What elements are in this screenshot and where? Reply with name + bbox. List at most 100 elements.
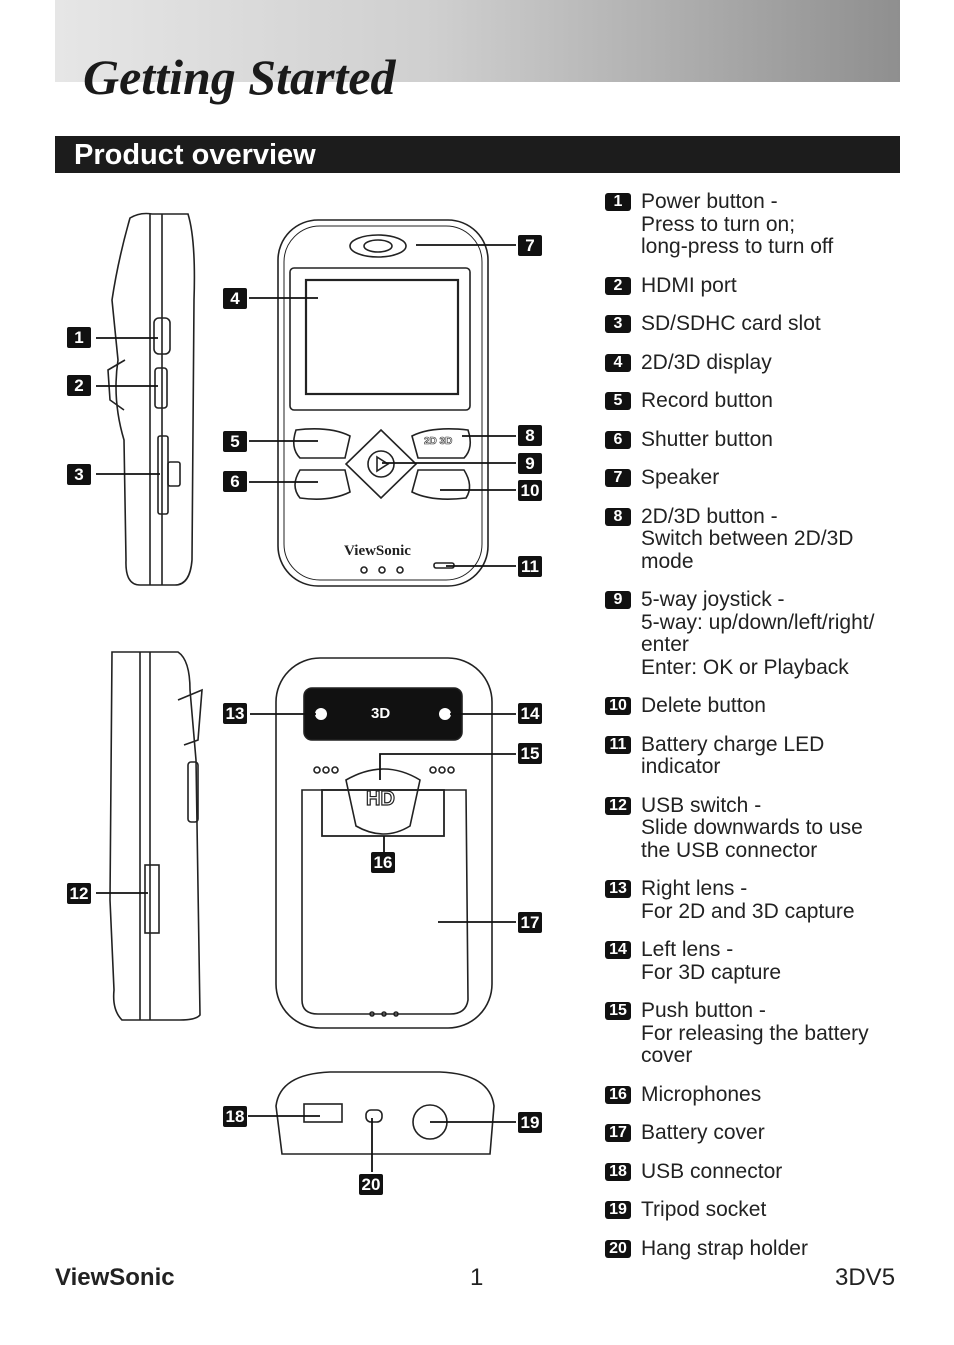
legend-item: 15 Push button -For releasing the batter… (605, 999, 905, 1068)
legend-number: 9 (605, 591, 631, 609)
back-view (275, 657, 493, 1029)
legend-number: 4 (605, 353, 631, 372)
legend-item: 7 Speaker (605, 466, 905, 490)
legend-text: Hang strap holder (641, 1236, 808, 1260)
legend-item: 20 Hang strap holder (605, 1236, 905, 1261)
footer-model: 3DV5 (835, 1264, 896, 1291)
callout-6: 6 (223, 471, 247, 492)
callout-7: 7 (518, 235, 542, 256)
legend-text: Right lens -For 2D and 3D capture (641, 877, 855, 923)
callout-12: 12 (67, 883, 91, 904)
page-title: Getting Started (83, 49, 396, 105)
legend-text: SD/SDHC card slot (641, 312, 821, 335)
callout-20: 20 (359, 1174, 383, 1195)
joystick-shape (344, 428, 418, 500)
legend-number: 14 (605, 941, 631, 959)
side-view-left (107, 212, 196, 586)
legend-item: 3 SD/SDHC card slot (605, 312, 905, 336)
legend-item: 9 5-way joystick -5-way: up/down/left/ri… (605, 588, 905, 679)
legend-item: 17 Battery cover (605, 1121, 905, 1145)
legend-number: 17 (605, 1124, 631, 1142)
legend-number: 2 (605, 276, 631, 295)
legend-text: 2D/3D display (641, 350, 772, 374)
legend-item: 19 Tripod socket (605, 1198, 905, 1222)
legend-item: 6 Shutter button (605, 428, 905, 452)
callout-19: 19 (518, 1112, 542, 1133)
right-lens-shape (315, 708, 327, 720)
legend-item: 4 2D/3D display (605, 350, 905, 375)
legend-item: 16 Microphones (605, 1082, 905, 1107)
legend-item: 14 Left lens -For 3D capture (605, 938, 905, 984)
legend-number: 7 (605, 469, 631, 487)
device-brand-label: ViewSonic (344, 543, 411, 559)
legend-text: 5-way joystick -5-way: up/down/left/righ… (641, 588, 875, 679)
section-header-bar: Product overview (55, 136, 900, 173)
2d3d-key-label: 2D 3D (424, 436, 453, 448)
legend-item: 10 Delete button (605, 694, 905, 718)
callout-11: 11 (518, 556, 542, 577)
shutter-button-shape (294, 469, 351, 500)
battery-cover-shape (301, 789, 469, 1015)
legend-number: 20 (605, 1239, 631, 1258)
card-slot-shape (157, 435, 169, 515)
callout-17: 17 (518, 912, 542, 933)
legend-number: 15 (605, 1002, 631, 1020)
delete-button-shape (411, 469, 471, 500)
speaker-shape (349, 234, 407, 258)
legend-number: 5 (605, 392, 631, 410)
hdmi-port-shape (154, 367, 168, 409)
callout-13: 13 (223, 703, 247, 724)
callout-14: 14 (518, 703, 542, 724)
callout-16: 16 (371, 852, 395, 873)
legend-number: 19 (605, 1201, 631, 1219)
callout-5: 5 (223, 431, 247, 452)
legend-number: 8 (605, 507, 631, 526)
footer-brand: ViewSonic (55, 1264, 175, 1291)
microphones-bracket (321, 789, 445, 837)
header-gradient-band (55, 0, 900, 82)
legend-text: Speaker (641, 466, 720, 489)
side-view-right (109, 651, 203, 1021)
legend-text: HDMI port (641, 273, 737, 297)
lens-3d-label: 3D (371, 705, 391, 722)
usb-connector-shape (303, 1103, 343, 1123)
left-lens-shape (439, 708, 451, 720)
legend-text: USB connector (641, 1159, 783, 1183)
hd-label: HD (365, 787, 395, 810)
callout-3: 3 (67, 464, 91, 485)
strap-holder-shape (365, 1109, 383, 1123)
callout-1: 1 (67, 327, 91, 348)
legend-text: Battery cover (641, 1121, 765, 1144)
legend-number: 10 (605, 697, 631, 715)
callout-8: 8 (518, 425, 542, 446)
push-button-shape (345, 768, 421, 835)
legend-text: Microphones (641, 1082, 762, 1106)
legend-item: 18 USB connector (605, 1159, 905, 1184)
front-view (277, 219, 489, 587)
callout-15: 15 (518, 743, 542, 764)
legend-number: 3 (605, 315, 631, 333)
legend-number: 13 (605, 880, 631, 898)
legend-number: 11 (605, 735, 631, 754)
legend-item: 5 Record button (605, 389, 905, 413)
legend-item: 13 Right lens -For 2D and 3D capture (605, 877, 905, 923)
callout-10: 10 (518, 480, 542, 501)
record-button-shape (292, 428, 351, 459)
legend-text: Delete button (641, 694, 766, 717)
bottom-view (275, 1071, 495, 1155)
legend-number: 6 (605, 430, 631, 449)
legend-item: 2 HDMI port (605, 273, 905, 298)
callout-2: 2 (67, 375, 91, 396)
legend-text: Record button (641, 389, 773, 412)
legend-number: 1 (605, 193, 631, 211)
callout-lines (96, 244, 516, 1172)
legend-text: Left lens -For 3D capture (641, 938, 782, 984)
legend-text: Tripod socket (641, 1198, 767, 1221)
